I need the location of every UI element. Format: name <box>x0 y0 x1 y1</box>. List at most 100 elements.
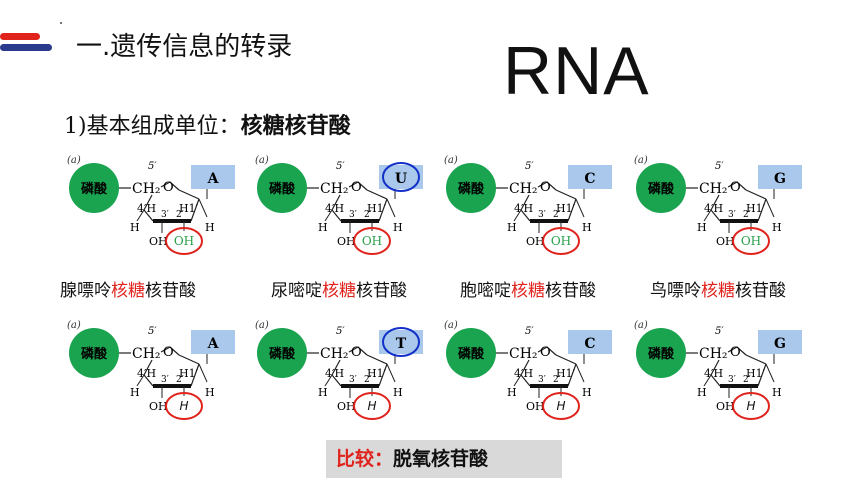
phosphate-circle <box>257 163 307 213</box>
decorative-dot <box>60 22 62 24</box>
caption-sugar: 核糖 <box>701 281 735 301</box>
phosphate-label: 磷酸 <box>648 181 675 197</box>
base-box <box>758 330 802 354</box>
molecule-part: OH <box>716 400 735 413</box>
molecule-part: OH <box>716 235 735 248</box>
molecule-part <box>143 209 154 222</box>
molecule-part: H1′ <box>746 202 766 215</box>
molecule-part: H <box>205 386 215 399</box>
molecule-part <box>366 354 388 365</box>
phosphate-label: 磷酸 <box>458 181 485 197</box>
molecule-part <box>331 359 341 376</box>
base-label: A <box>207 171 220 187</box>
ch2-label: CH₂ <box>699 181 728 197</box>
rna-heading: RNA <box>503 33 650 109</box>
molecule-part: 4′H <box>137 202 156 215</box>
caption-sugar: 核糖 <box>322 281 356 301</box>
molecule-part: 5′ <box>148 326 157 337</box>
molecule-part <box>386 363 396 383</box>
two-prime-group: H <box>556 399 565 413</box>
molecule-part <box>324 209 333 222</box>
molecule-part <box>366 189 388 200</box>
subtitle-prefix: 1)基本组成单位： <box>64 114 241 139</box>
molecule-part <box>765 363 775 383</box>
two-prime-highlight-circle <box>353 227 391 255</box>
molecule-part: 2′ <box>553 375 561 385</box>
molecule-part <box>386 198 396 218</box>
two-prime-highlight-circle <box>732 392 770 420</box>
molecule-part: H1′ <box>746 367 766 380</box>
two-prime-group: H <box>367 399 376 413</box>
molecule-part: H <box>582 221 592 234</box>
molecule-part: H <box>318 221 328 234</box>
base-box <box>568 330 612 354</box>
ch2-label: CH₂ <box>320 181 349 197</box>
molecule-part: H <box>507 221 517 234</box>
molecule-part <box>348 181 368 191</box>
molecule-part <box>331 374 342 387</box>
molecule-part: 3′ <box>349 375 357 385</box>
molecule-part: H <box>772 386 782 399</box>
molecule-part: 2′ <box>743 375 751 385</box>
two-prime-highlight-circle <box>542 227 580 255</box>
two-prime-highlight-circle <box>165 227 203 255</box>
ch2-label: CH₂ <box>132 346 161 362</box>
molecule-part: H <box>318 386 328 399</box>
phosphate-label: 磷酸 <box>81 346 108 362</box>
base-label: T <box>396 336 407 352</box>
caption-sugar: 核糖 <box>111 281 145 301</box>
phosphate-circle <box>257 328 307 378</box>
molecule-part <box>136 374 145 387</box>
molecule-part <box>378 363 388 387</box>
molecule-part <box>190 363 200 387</box>
molecule-part <box>520 194 530 211</box>
molecule-part <box>178 354 200 365</box>
molecule-part <box>160 346 180 356</box>
molecule-part <box>520 209 531 222</box>
ch2-label: CH₂ <box>320 346 349 362</box>
molecule-part <box>710 209 721 222</box>
molecule-part: 4′H <box>704 202 723 215</box>
molecule-part: H <box>393 221 403 234</box>
molecule-part: H1′ <box>556 367 576 380</box>
molecule-part <box>765 198 775 218</box>
panel-label: (a) <box>255 320 269 331</box>
phosphate-circle <box>636 328 686 378</box>
molecule-part: H1′ <box>556 202 576 215</box>
molecule-part: OH <box>149 400 168 413</box>
caption-prefix: 尿嘧啶 <box>271 281 322 301</box>
nucleotide-caption: 腺嘌呤核糖核苷酸 <box>60 276 196 301</box>
molecule-part: OH <box>149 235 168 248</box>
base-label: U <box>395 171 407 187</box>
molecule-part: H1′ <box>367 202 387 215</box>
panel-label: (a) <box>444 155 458 166</box>
molecule-part: 5′ <box>336 326 345 337</box>
molecule-part: O <box>730 180 741 195</box>
base-highlight-circle <box>382 327 420 357</box>
molecule-part: 4′H <box>137 367 156 380</box>
molecule-part <box>143 194 153 211</box>
molecule-part: 5′ <box>525 161 534 172</box>
subtitle: 1)基本组成单位：核糖核苷酸 <box>64 108 351 140</box>
molecule-part: 5′ <box>715 326 724 337</box>
molecule-part: H <box>507 386 517 399</box>
molecule-part <box>198 198 208 218</box>
molecule-part <box>727 346 747 356</box>
header-accent-bar-blue <box>0 44 52 51</box>
molecule-part: H <box>393 386 403 399</box>
molecule-part: O <box>540 345 551 360</box>
caption-prefix: 腺嘌呤 <box>60 281 111 301</box>
section-title: 一.遗传信息的转录 <box>76 32 293 62</box>
ch2-label: CH₂ <box>509 346 538 362</box>
panel-label: (a) <box>255 155 269 166</box>
molecule-part: 2′ <box>743 210 751 220</box>
molecule-part <box>703 209 712 222</box>
base-label: A <box>207 336 220 352</box>
molecule-part <box>575 198 585 218</box>
molecule-part <box>143 359 153 376</box>
molecule-part: OH <box>526 400 545 413</box>
